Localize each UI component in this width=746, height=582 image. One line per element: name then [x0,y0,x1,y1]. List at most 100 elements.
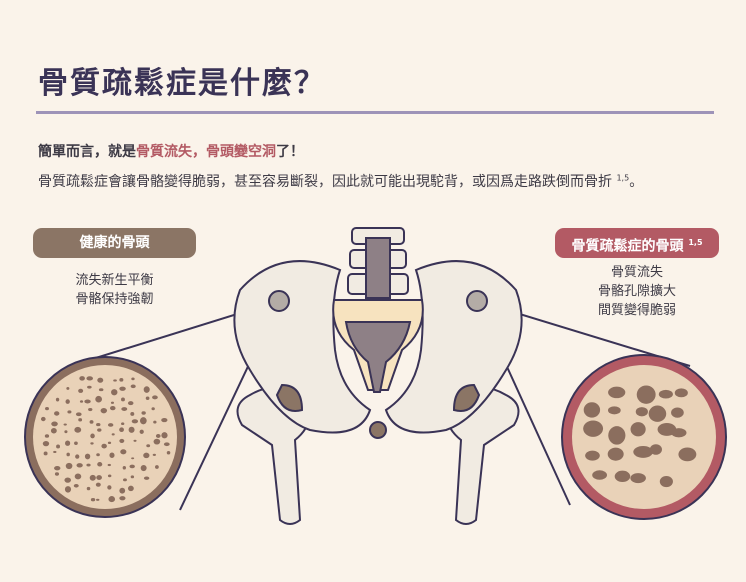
osteoporotic-bone-cross-section [561,354,727,520]
bone-pore [143,476,150,480]
bone-pore [121,397,125,402]
bone-pore [74,441,78,446]
bone-pore [84,453,91,460]
left-ilium [233,260,372,434]
bone-pore [583,402,601,418]
bone-pore [678,447,697,462]
bone-pore [153,420,157,424]
bone-pore [75,412,82,417]
bone-pore [123,478,127,482]
right-hip-joint [466,290,488,312]
bone-pore [90,442,94,445]
bone-pore [97,428,102,432]
label-text: 骨質疏鬆症的骨頭 [571,238,684,255]
bone-pore [107,441,112,445]
bone-pore [97,377,104,383]
bone-pore [78,388,84,393]
bone-pore [66,386,70,390]
bone-pore [78,418,83,422]
bone-pore [84,399,91,404]
bone-pore [86,486,91,491]
bone-pore [630,422,646,437]
bone-pore [109,452,115,458]
bone-pore [113,379,117,382]
bone-pore [131,457,135,460]
bone-pore [143,452,150,459]
bone-pore [607,447,624,461]
bone-pore [96,475,102,480]
bone-pore [107,423,114,427]
bone-pore [75,454,80,459]
bone-pore [90,433,95,439]
bone-pore [100,408,108,414]
bone-pore [166,450,171,455]
bone-pore [671,428,687,438]
intro-suffix: 了！ [276,144,304,160]
intro-highlight: 骨質流失，骨頭變空洞 [136,144,276,160]
bone-pore [152,453,156,456]
bone-pore [133,439,137,442]
bone-pore [633,445,653,458]
bone-pore [64,430,68,434]
bone-pore [110,401,115,404]
bone-pore [635,407,648,417]
bone-pore [89,474,96,481]
bone-pore [45,406,49,411]
bone-pore [145,396,150,400]
bone-pore [76,463,83,468]
bone-pore [130,412,135,416]
bone-pore [119,438,125,443]
bone-pore [74,473,82,480]
bone-pore [121,422,125,426]
intro-text: 簡單而言，就是骨質流失，骨頭變空洞了！ [38,141,304,161]
bone-pore [129,464,135,469]
bone-pore [110,405,116,411]
left-hip-joint [268,290,290,312]
bone-pore [95,395,102,403]
bone-pore [658,389,673,399]
body-end: 。 [629,174,644,190]
bone-pore [44,434,50,438]
bone-pore [608,386,626,399]
bone-pore [89,420,94,424]
bone-pore [585,450,600,461]
reference: 1,5 [616,173,630,183]
bone-pore [96,498,100,501]
reference: 1,5 [688,238,703,247]
bone-pore [161,418,168,423]
bone-pore [608,426,626,445]
bone-pore [131,419,139,424]
intro-prefix: 簡單而言，就是 [38,144,136,160]
body-sentence: 骨質疏鬆症會讓骨骼變得脆弱，甚至容易斷裂，因此就可能出現駝背，或因爲走路跌倒而骨… [38,174,612,190]
bone-pore [107,485,112,490]
bone-pore [151,407,155,411]
bone-pore [614,470,631,483]
bone-pore [95,482,101,487]
bone-pore [108,496,116,503]
bone-pore [65,440,71,446]
osteoporosis-bone-label: 骨質疏鬆症的骨頭 1,5 [555,228,719,258]
bone-pore [674,388,688,398]
bone-pore [67,410,72,414]
right-ilium [384,260,523,434]
bone-pore [54,472,60,476]
bone-pore [659,475,673,488]
bone-pore [143,386,150,393]
bone-pore [607,406,621,415]
bone-pore [64,486,72,493]
bone-pore [54,466,61,471]
bone-pore [130,384,136,389]
bone-pore [90,498,96,502]
page-title: 骨質疏鬆症是什麼？ [38,66,326,101]
bone-pore [592,470,608,480]
desc-line: 流失新生平衡 [75,273,154,288]
bone-pore [66,452,70,457]
bone-pore [155,465,159,469]
bone-pore [88,407,93,412]
bone-pore [74,426,82,433]
bone-pore [648,405,667,422]
bone-pore [121,407,128,411]
bone-pore [127,401,134,406]
healthy-bone-description: 流失新生平衡 骨骼保持強韌 [33,271,196,309]
